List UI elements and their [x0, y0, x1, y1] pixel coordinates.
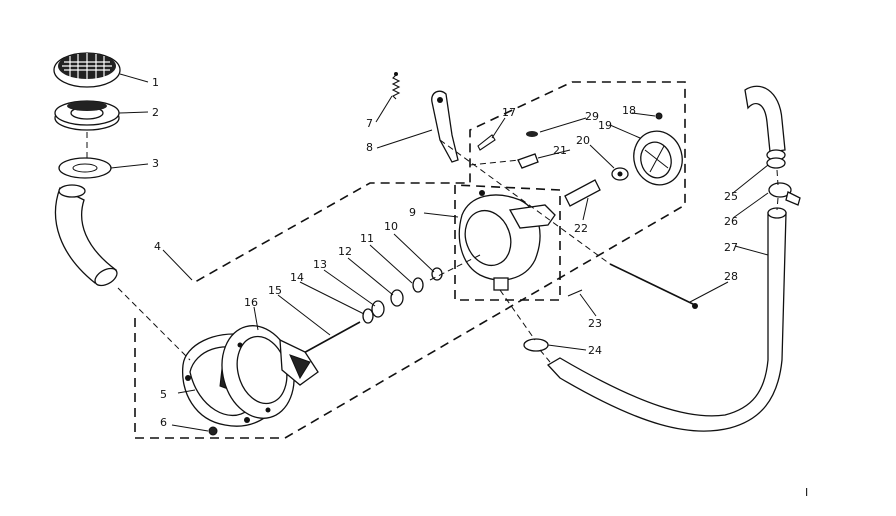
callout-5: 5 [160, 388, 167, 401]
callout-6: 6 [160, 416, 167, 429]
drain-cap [54, 100, 120, 131]
callout-2: 2 [152, 106, 159, 119]
callout-20: 20 [576, 134, 590, 147]
callout-25: 25 [724, 190, 738, 203]
callout-29: 29 [585, 110, 599, 123]
impeller-housing [221, 325, 295, 419]
callout-21: 21 [553, 144, 567, 157]
cover-screw [208, 426, 218, 436]
pump-body [458, 190, 556, 291]
callout-24: 24 [588, 344, 602, 357]
callout-17: 17 [502, 106, 516, 119]
callout-labels: 1 2 3 4 5 6 7 8 9 10 11 12 13 14 15 16 1… [152, 76, 808, 499]
upper-small-parts [477, 112, 683, 207]
callout-11: 11 [360, 232, 374, 245]
callout-10: 10 [384, 220, 398, 233]
connection-lines [86, 132, 779, 363]
callout-1: 1 [152, 76, 159, 89]
callout-4: 4 [154, 240, 161, 253]
callout-19: 19 [598, 119, 612, 132]
callout-15: 15 [268, 284, 282, 297]
callout-26: 26 [724, 215, 738, 228]
leader-lines [110, 73, 769, 432]
callout-8: 8 [366, 141, 373, 154]
callout-7: 7 [366, 117, 373, 130]
elbow-hose [54, 184, 118, 287]
callout-14: 14 [290, 271, 304, 284]
callout-22: 22 [574, 222, 588, 235]
assembly-boundary [134, 81, 686, 439]
strainer-grille [53, 52, 121, 88]
drain-lever [431, 90, 459, 163]
drain-hose [546, 85, 801, 432]
spring [391, 72, 401, 100]
callout-13: 13 [313, 258, 327, 271]
stray-mark: I [805, 486, 808, 499]
callout-12: 12 [338, 245, 352, 258]
callout-27: 27 [724, 241, 738, 254]
callout-18: 18 [622, 104, 636, 117]
callout-3: 3 [152, 157, 159, 170]
lower-small-parts [523, 263, 698, 352]
impeller-shaft [279, 321, 361, 386]
callout-9: 9 [409, 206, 416, 219]
callout-23: 23 [588, 317, 602, 330]
gasket-ring [58, 157, 112, 179]
callout-28: 28 [724, 270, 738, 283]
seal-stack [362, 267, 443, 324]
callout-16: 16 [244, 296, 258, 309]
